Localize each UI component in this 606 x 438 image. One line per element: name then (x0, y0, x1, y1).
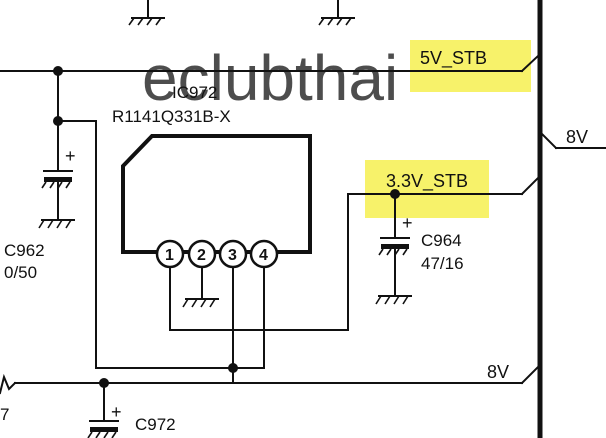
net-label-8v-bottom: 8V (487, 362, 509, 382)
ic972-pin-1: 1 (155, 239, 185, 269)
ic972-pin-4: 4 (249, 239, 279, 269)
c962-value-label: 0/50 (4, 263, 37, 282)
c964-value-label: 47/16 (421, 254, 464, 273)
ic972-body (121, 134, 312, 254)
c964-polarity-mark: + (402, 213, 413, 233)
ic972-pin-3: 3 (218, 239, 248, 269)
ground-symbol-top-right (318, 0, 355, 26)
ic972-ref-label: IC972 (172, 83, 217, 102)
c962-ref-label: C962 (4, 241, 45, 260)
net-8v-bottom-wire (0, 365, 540, 395)
ground-symbol-top-left (128, 0, 165, 26)
junction-dot-5v (53, 66, 63, 76)
ic972-part-label: R1141Q331B-X (112, 107, 231, 126)
c972-polarity-mark: + (111, 402, 122, 422)
c962-polarity-mark: + (65, 146, 76, 166)
net-label-5v-stb: 5V_STB (420, 48, 487, 69)
edge-text-left-bottom: 7 (0, 405, 9, 424)
capacitor-c962 (38, 120, 75, 229)
watermark-text: eclubthai (142, 42, 398, 114)
c972-ref-label: C972 (135, 415, 176, 434)
highlight-3v3-stb (365, 160, 489, 218)
net-label-8v-right: 8V (566, 127, 588, 147)
ic972-pin-2: 2 (187, 239, 217, 269)
ic972-pin-4-number: 4 (259, 247, 268, 264)
ic972-pin-2-number: 2 (197, 247, 206, 264)
capacitor-c964 (375, 193, 412, 305)
ic972-pin-3-number: 3 (228, 247, 237, 264)
net-label-3v3-stb: 3.3V_STB (386, 171, 468, 192)
net-3v3-stb-wire (347, 176, 540, 196)
c964-ref-label: C964 (421, 231, 462, 250)
highlight-5v-stb (410, 40, 531, 92)
junction-dot-pin3 (228, 363, 238, 373)
net-8v-right-wire (538, 130, 606, 150)
ic972-pin-1-number: 1 (165, 247, 174, 264)
ic972-pin-wiring (169, 193, 349, 384)
capacitor-c972 (87, 382, 119, 438)
net-5v-stb-wire (0, 54, 540, 73)
